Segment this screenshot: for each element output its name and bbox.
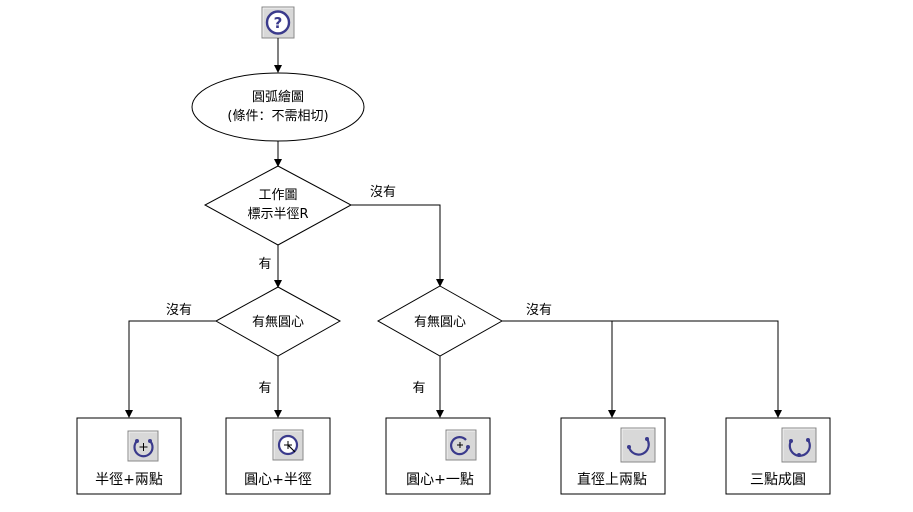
arc-three-points-icon[interactable] [781,427,817,463]
result-label: 直徑上兩點 [577,471,647,488]
arc-center-point-icon[interactable] [445,429,477,461]
arc-diameter-two-points-icon[interactable] [620,427,656,463]
edge-label-right-no: 沒有 [526,303,552,318]
result-center-radius: 圓心+半徑 [225,417,331,495]
edge-label-left-no: 沒有 [166,303,192,318]
edge-labels: 沒有 有 沒有 有 有 沒有 [166,185,552,396]
result-label: 半徑+兩點 [95,472,163,488]
decision-right-label: 有無圓心 [414,315,466,330]
result-diameter-two-points: 直徑上兩點 [560,417,666,495]
result-label: 圓心+一點 [406,472,474,488]
help-question-icon[interactable]: ? [261,6,295,39]
edge-label-left-yes: 有 [258,381,271,396]
decision-main-line2: 標示半徑R [247,207,308,222]
edge-label-main-no: 沒有 [370,185,396,200]
edge-label-right-yes: 有 [412,381,425,396]
result-radius-two-points: 半徑+兩點 [76,417,182,495]
edge-right-no-to-diameter [502,320,782,418]
svg-text:?: ? [274,14,283,32]
result-center-point: 圓心+一點 [385,417,491,495]
decision-main: 工作圖 標示半徑R [203,165,353,246]
decision-right: 有無圓心 [376,285,504,357]
edge-main-no [351,204,444,287]
decision-left: 有無圓心 [214,286,342,357]
edge-label-main-yes: 有 [258,257,271,272]
decision-main-line1: 工作圖 [258,188,297,203]
start-ellipse: 圓弧繪圖 (條件：不需相切) [191,72,365,142]
flow-edges [125,38,782,418]
start-condition: (條件：不需相切) [227,109,328,124]
start-title: 圓弧繪圖 [252,89,304,105]
result-label: 三點成圓 [750,472,806,488]
result-three-points: 三點成圓 [725,417,831,495]
result-label: 圓心+半徑 [244,472,312,488]
arc-radius-two-points-icon[interactable] [127,430,159,462]
edge-left-no [125,320,216,418]
decision-left-label: 有無圓心 [252,315,304,330]
arc-center-radius-icon[interactable] [272,429,304,461]
